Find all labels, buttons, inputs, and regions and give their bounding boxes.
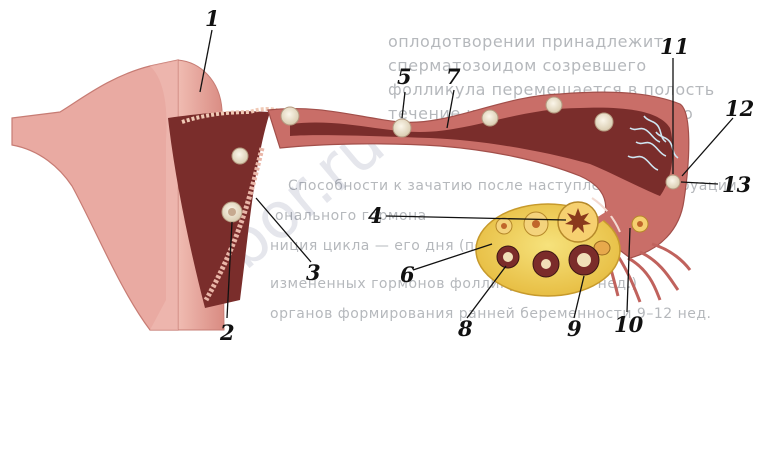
label-3: 3: [306, 262, 321, 283]
diagram-canvas: оплодотворении принадлежит сперматозоидо…: [0, 0, 766, 345]
uterus: [12, 60, 282, 330]
label-5: 5: [397, 66, 412, 87]
label-13: 13: [722, 174, 751, 195]
label-6: 6: [400, 264, 415, 285]
label-12: 12: [725, 98, 754, 119]
anatomy-illustration: [0, 0, 766, 345]
label-1: 1: [205, 8, 220, 29]
label-2: 2: [220, 322, 235, 343]
label-9: 9: [567, 318, 582, 339]
label-4: 4: [368, 205, 383, 226]
label-11: 11: [660, 36, 689, 57]
fallopian-tube: [268, 92, 690, 302]
label-8: 8: [458, 318, 473, 339]
label-7: 7: [446, 66, 461, 87]
label-10: 10: [614, 314, 643, 335]
